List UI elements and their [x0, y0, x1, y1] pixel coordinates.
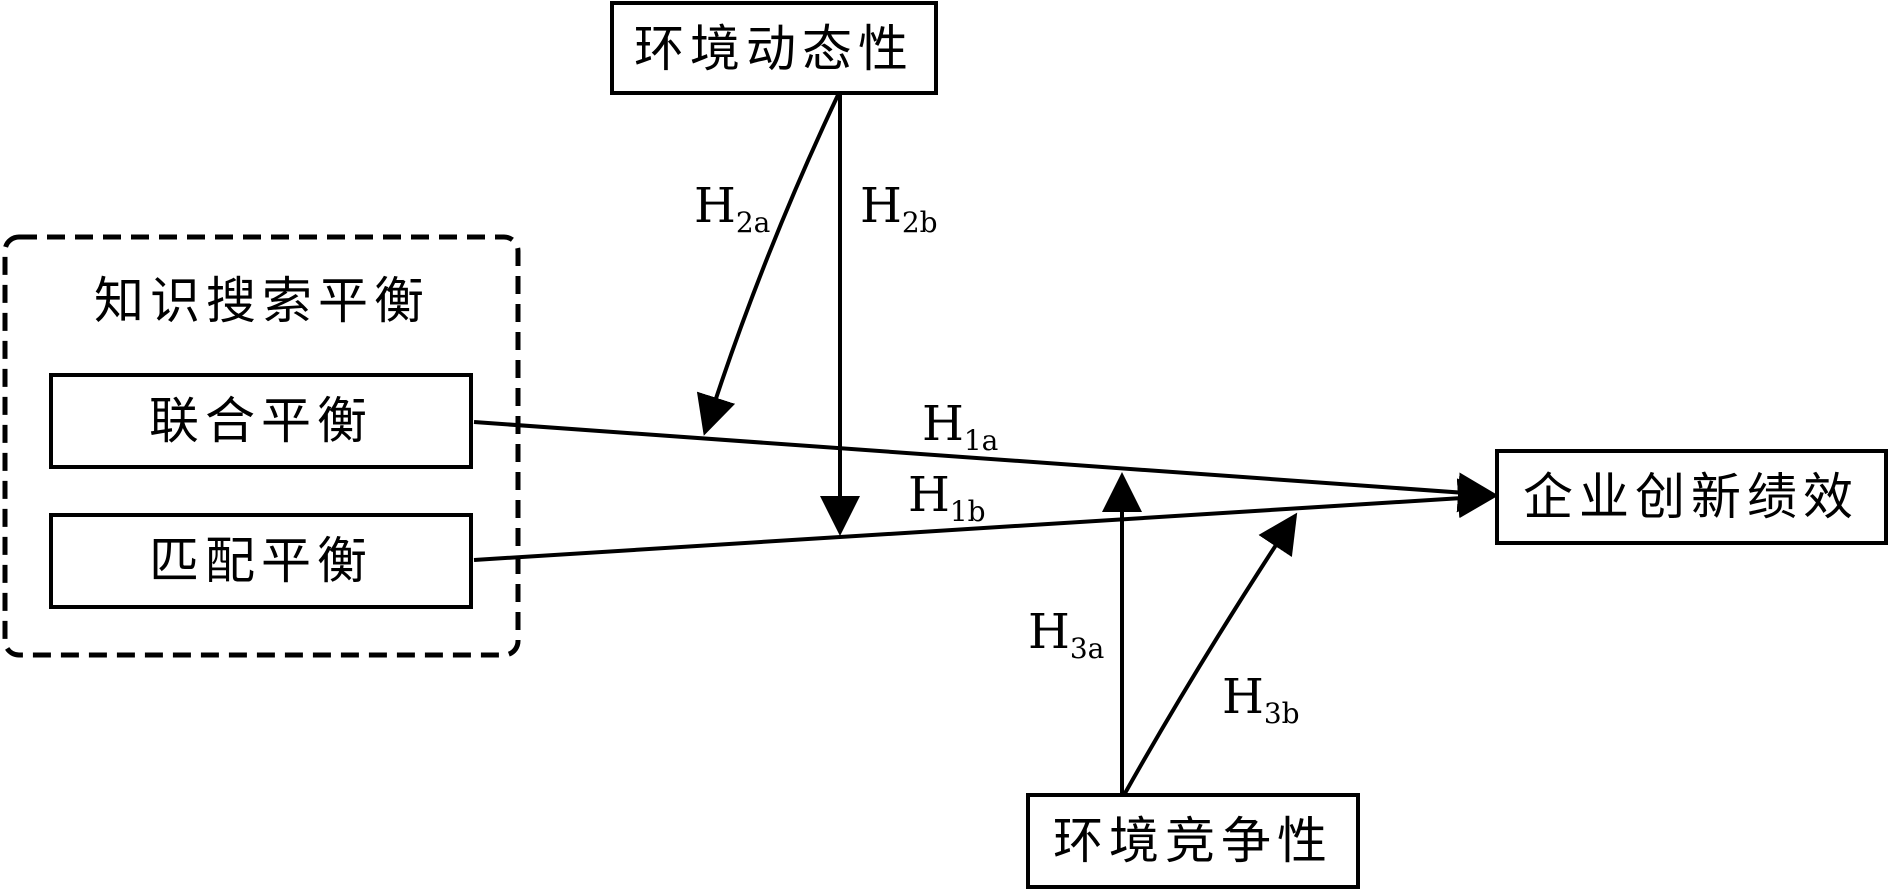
h3b-label: H3b — [1222, 669, 1300, 730]
h1b-label: H1b — [908, 467, 986, 528]
env-dynamism-box — [610, 1, 938, 95]
h1a-label: H1a — [922, 396, 998, 457]
innovation-performance-box — [1495, 449, 1888, 545]
h2a-arrow — [696, 94, 840, 436]
h2b-label: H2b — [860, 178, 938, 239]
h1b-arrow — [473, 478, 1498, 562]
h3b-arrow — [1122, 512, 1298, 796]
h3a-label: H3a — [1028, 604, 1104, 665]
joint-balance-label: 联合平衡 — [149, 392, 373, 450]
matching-balance-label: 匹配平衡 — [149, 532, 373, 590]
env-competitiveness-box — [1026, 793, 1360, 889]
h2a-label: H2a — [694, 178, 770, 239]
h1a-arrow — [473, 420, 1498, 513]
innovation-performance-label: 企业创新绩效 — [1523, 468, 1859, 526]
knowledge-search-balance-label: 知识搜索平衡 — [94, 272, 430, 330]
knowledge-search-balance-group — [2, 234, 521, 658]
matching-balance-box — [49, 513, 473, 609]
env-competitiveness-label: 环境竞争性 — [1053, 812, 1333, 870]
env-dynamism-label: 环境动态性 — [634, 20, 914, 78]
joint-balance-box — [49, 373, 473, 469]
